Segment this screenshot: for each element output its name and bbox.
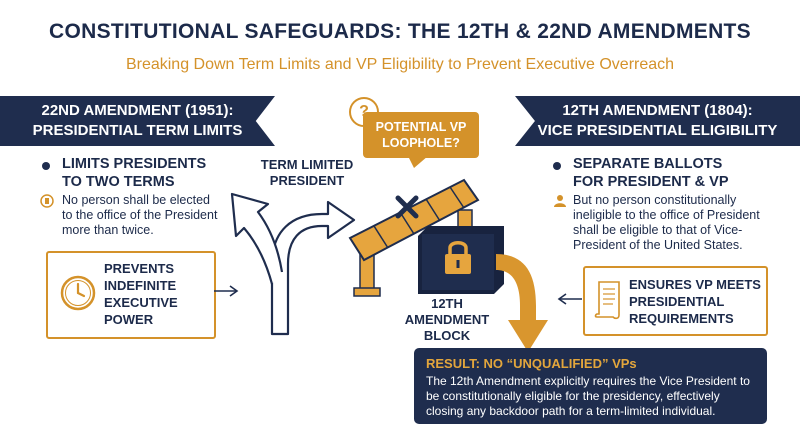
right-quote-line4: President of the United States. [573,238,743,252]
left-bullet-line2: TO TWO TERMS [62,174,175,190]
right-quote-line2: ineligible to the office of President [573,208,760,222]
left-bullet-heading: LIMITS PRESIDENTS TO TWO TERMS [62,155,206,191]
result-body-line3: closing any backdoor path for a term-lim… [426,404,716,418]
ensures-vp-box: ENSURES VP MEETS PRESIDENTIAL REQUIREMEN… [583,266,768,336]
left-quote-line2: to the office of the President [62,208,218,222]
callout-line2: LOOPHOLE? [382,136,460,150]
arrow-left-icon [557,293,582,305]
result-box: RESULT: NO “UNQUALIFIED” VPs The 12th Am… [414,348,767,424]
block-line3: BLOCK [423,328,471,343]
banner-12th-line1: 12TH AMENDMENT (1804): [562,102,753,119]
ensures-vp-label: ENSURES VP MEETS PRESIDENTIAL REQUIREMEN… [629,276,761,327]
bullet-dot-icon [42,162,50,170]
barrier-gate-icon [348,178,480,297]
block-line1: 12TH [431,296,463,311]
result-body-line2: be constitutionally eligible for the pre… [426,389,720,403]
block-line2: AMENDMENT [404,312,490,327]
loophole-callout: POTENTIAL VP LOOPHOLE? [363,112,479,158]
term-limited-line2: PRESIDENT [269,173,345,188]
arrow-right-icon [214,285,239,297]
result-body: The 12th Amendment explicitly requires t… [426,374,750,419]
term-limited-line1: TERM LIMITED [260,157,354,172]
right-quote-line3: shall be eligible to that of Vice- [573,223,743,237]
result-title: RESULT: NO “UNQUALIFIED” VPs [426,356,637,371]
clock-icon [60,275,96,311]
prevents-power-box: PREVENTS INDEFINITE EXECUTIVE POWER [46,251,216,339]
callout-pointer-icon [408,156,428,168]
right-quote-line1: But no person constitutionally [573,193,737,207]
term-limited-label: TERM LIMITED PRESIDENT [252,157,362,189]
banner-12th-amendment: 12TH AMENDMENT (1804): VICE PRESIDENTIAL… [515,96,800,146]
prevents-line3: EXECUTIVE [104,295,178,310]
banner-12th-line2: VICE PRESIDENTIAL ELIGIBILITY [537,122,778,139]
lock-block-icon [418,226,504,294]
bullet-dot-icon [553,162,561,170]
page-subtitle: Breaking Down Term Limits and VP Eligibi… [125,56,675,73]
callout-line1: POTENTIAL VP [375,120,467,134]
prevents-line1: PREVENTS [104,261,175,276]
ensures-line2: PRESIDENTIAL [629,294,725,309]
banner-22nd-line1: 22ND AMENDMENT (1951): [41,102,234,119]
banner-22nd-amendment: 22ND AMENDMENT (1951): PRESIDENTIAL TERM… [0,96,275,146]
document-icon [40,194,54,208]
right-quote: But no person constitutionally ineligibl… [573,193,760,253]
right-bullet-line2: FOR PRESIDENT & VP [573,174,729,190]
person-icon [554,195,566,207]
result-body-line1: The 12th Amendment explicitly requires t… [426,374,750,388]
curved-down-arrow-icon [496,254,548,352]
ensures-line3: REQUIREMENTS [629,311,734,326]
ensures-line1: ENSURES VP MEETS [629,277,761,292]
right-bullet-line1: SEPARATE BALLOTS [573,156,723,172]
right-bullet-heading: SEPARATE BALLOTS FOR PRESIDENT & VP [573,155,729,191]
page-title: CONSTITUTIONAL SAFEGUARDS: THE 12TH & 22… [49,20,751,43]
banner-22nd-line2: PRESIDENTIAL TERM LIMITS [32,122,243,139]
split-path-arrow-icon [230,192,356,336]
prevents-power-label: PREVENTS INDEFINITE EXECUTIVE POWER [104,260,178,328]
left-quote-line3: more than twice. [62,223,154,237]
left-bullet-line1: LIMITS PRESIDENTS [62,156,207,172]
amendment-block-label: 12TH AMENDMENT BLOCK [392,296,502,344]
scroll-icon [594,281,620,320]
prevents-line4: POWER [104,312,154,327]
left-quote-line1: No person shall be elected [62,193,211,207]
prevents-line2: INDEFINITE [104,278,177,293]
left-quote: No person shall be elected to the office… [62,193,217,238]
